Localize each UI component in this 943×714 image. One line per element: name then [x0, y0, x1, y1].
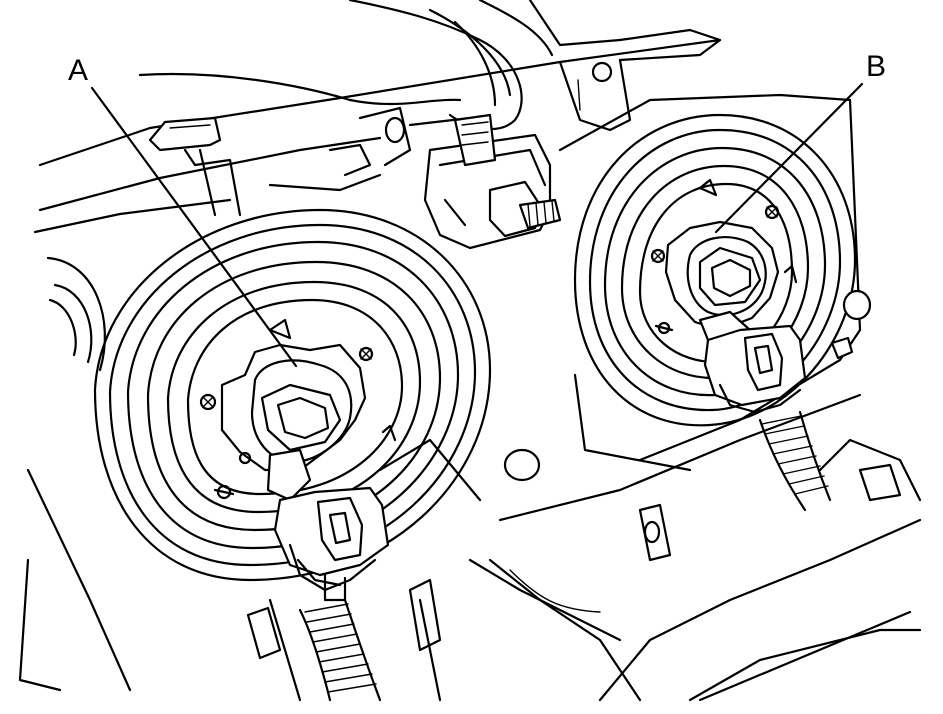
- housing-clip: [148, 116, 382, 217]
- right-bulb-socket: [650, 178, 798, 335]
- right-headlamp-reflector: [573, 113, 857, 427]
- leader-line-a: [90, 86, 298, 368]
- leader-line-b: [714, 82, 864, 234]
- callout-label-a: A: [68, 54, 88, 87]
- headlamp-housing: [18, 38, 922, 702]
- housing-bosses: [246, 289, 902, 660]
- right-connector-and-harness: [698, 310, 832, 512]
- center-connector: [423, 113, 562, 250]
- left-connector-and-harness: [266, 448, 390, 702]
- technician-hand: [138, 0, 722, 167]
- left-outer-lens: [46, 256, 106, 372]
- left-bulb-socket: [199, 318, 397, 500]
- left-headlamp-reflector: [93, 208, 492, 582]
- callout-label-b: B: [866, 50, 886, 83]
